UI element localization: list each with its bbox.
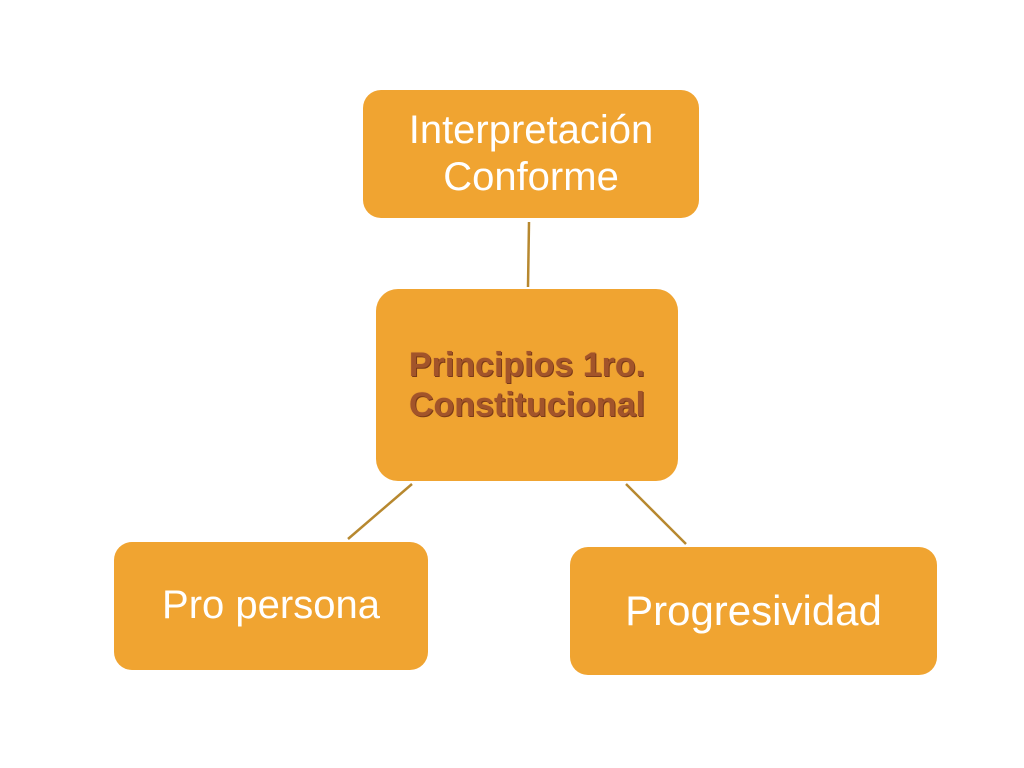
node-left-label: Pro persona [162,583,380,628]
connector-center-top [526,221,531,288]
connector-center-left [347,483,413,540]
node-progresividad: Progresividad [570,547,937,675]
node-top-label-line2: Conforme [443,155,619,199]
node-center-label-line2: Constitucional [408,386,646,424]
node-right-label: Progresividad [625,587,882,635]
node-pro-persona: Pro persona [114,542,428,670]
node-center-label-line1: Principios 1ro. [408,345,646,384]
node-principios-constitucional: Principios 1ro. Constitucional [376,289,678,481]
connector-center-right [625,483,687,545]
node-interpretacion-conforme: Interpretación Conforme [363,90,699,218]
node-top-label-line1: Interpretación [408,107,654,152]
